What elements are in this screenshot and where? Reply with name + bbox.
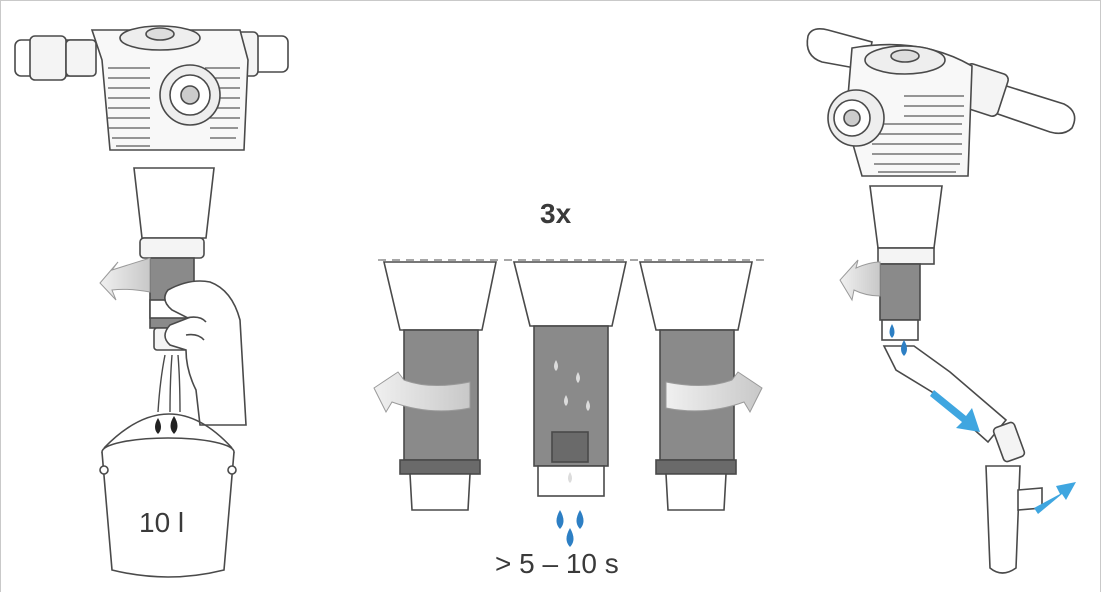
bucket-volume-label: 10 l (139, 507, 185, 538)
hand-icon (164, 280, 247, 426)
rotate-arrow-icon (839, 259, 881, 302)
rotate-arrow-icon (373, 371, 471, 414)
pressure-valve-icon (827, 89, 885, 147)
pressure-valve-icon (159, 64, 221, 126)
filter-housing-icon (90, 25, 249, 151)
water-drop-icon (556, 510, 584, 547)
filter-bowl-icon (512, 261, 627, 497)
filter-housing-icon (827, 43, 973, 177)
internal-drops (554, 360, 590, 483)
rotate-arrow-icon (665, 371, 763, 414)
filter-bowl-icon (869, 185, 943, 341)
left-filter-assembly (14, 25, 289, 351)
water-drop-icon (889, 324, 907, 356)
repeat-count-label: 3x (540, 198, 572, 229)
water-stream (157, 354, 181, 413)
flow-arrow-icon (930, 390, 1076, 514)
left-inlet-pipe-icon (14, 35, 97, 81)
flush-time-label: > 5 – 10 s (495, 548, 619, 579)
bucket-icon (99, 413, 237, 578)
right-filter-assembly (806, 28, 1076, 574)
rotate-arrow-icon (99, 257, 151, 301)
drain-hose-icon (882, 345, 1043, 574)
